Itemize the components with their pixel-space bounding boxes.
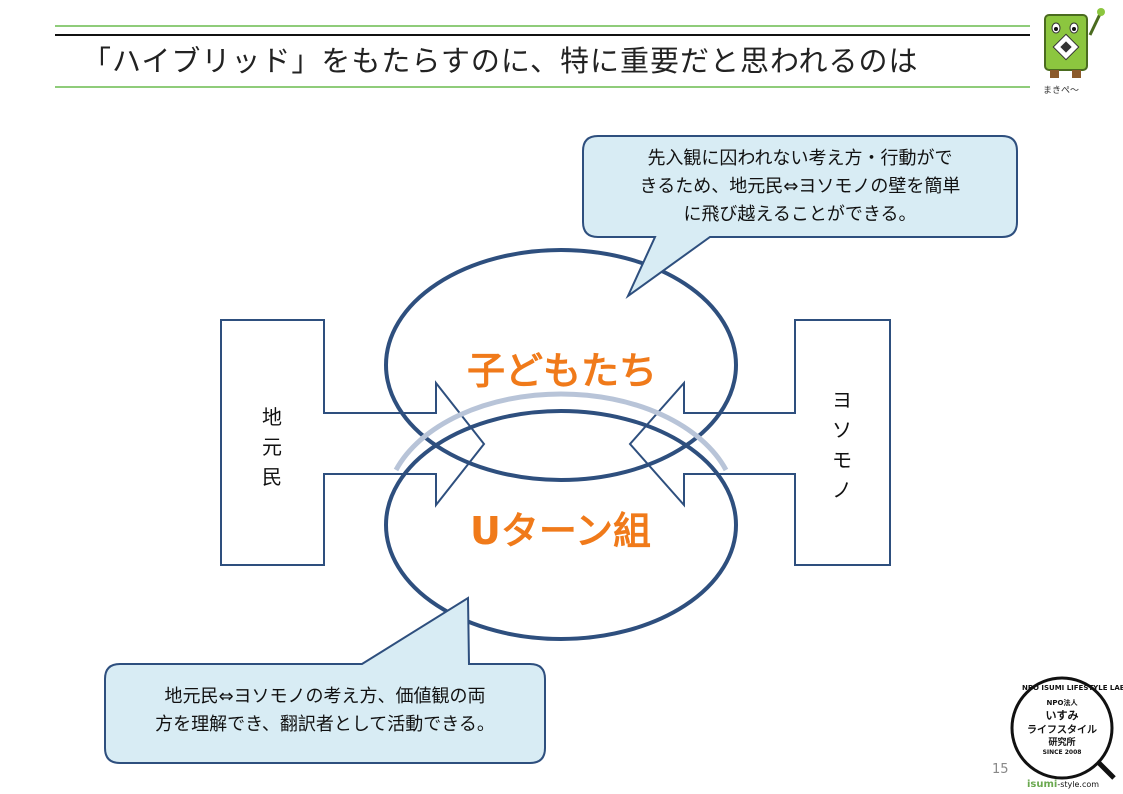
logo-arc-text: NPO ISUMI LIFESTYLE LAB [1022,684,1123,692]
bottom-ellipse-label: Uターン組 [470,509,651,553]
bottom-callout-line: 地元民⇔ヨソモノの考え方、価値観の両 [164,686,486,707]
left-box-char: 地 [262,405,282,429]
title-rule-bottom [55,86,1030,88]
mascot-caption: まきぺ〜 [1043,86,1080,96]
top-callout-line: 先入観に囚われない考え方・行動がで [647,148,953,169]
right-box-char: ノ [832,478,852,502]
right-box-char: ソ [832,418,852,442]
logo-line5: SINCE 2008 [1042,749,1082,756]
top-callout-bubble [582,135,1018,300]
title-rule-top [55,25,1030,27]
top-callout-text: 先入観に囚われない考え方・行動がで きるため、地元民⇔ヨソモノの壁を簡単 に飛び… [590,145,1010,229]
left-box-label: 地 元 民 [262,402,282,492]
bottom-callout-bubble [104,596,546,764]
logo-line4: 研究所 [1048,738,1076,748]
left-box-char: 元 [262,435,282,459]
bottom-ellipse [384,409,738,641]
bottom-callout-line: 方を理解でき、翻訳者として活動できる。 [155,714,495,735]
top-ellipse-label: 子どもたち [467,349,658,393]
page-number: 15 [992,762,1009,777]
mascot-icon [1044,8,1105,78]
left-box-char: 民 [262,465,282,489]
logo-url-main: isumi [1026,779,1058,790]
ellipse-overlap-arc [393,391,729,472]
bottom-callout-text: 地元民⇔ヨソモノの考え方、価値観の両 方を理解でき、翻訳者として活動できる。 [110,683,540,739]
top-callout-line: に飛び越えることができる。 [683,204,917,225]
logo-url: isumi-style.com [1018,779,1108,790]
left-box-arrow [220,319,486,566]
right-box-char: モ [832,448,852,472]
logo-line2: いすみ [1045,709,1079,722]
slide-title: 「ハイブリッド」をもたらすのに、特に重要だと思われるのは [82,44,919,78]
right-box-char: ヨ [832,388,852,412]
top-callout-line: きるため、地元民⇔ヨソモノの壁を簡単 [639,176,961,197]
isumi-logo [1010,676,1116,780]
logo-url-rest: -style.com [1057,780,1100,789]
title-rule-dark [55,34,1030,36]
logo-line3: ライフスタイル [1027,725,1097,736]
right-box-label: ヨ ソ モ ノ [832,385,852,505]
right-box-arrow [628,319,891,566]
top-ellipse [384,248,738,482]
logo-line1: NPO法人 [1046,699,1078,707]
